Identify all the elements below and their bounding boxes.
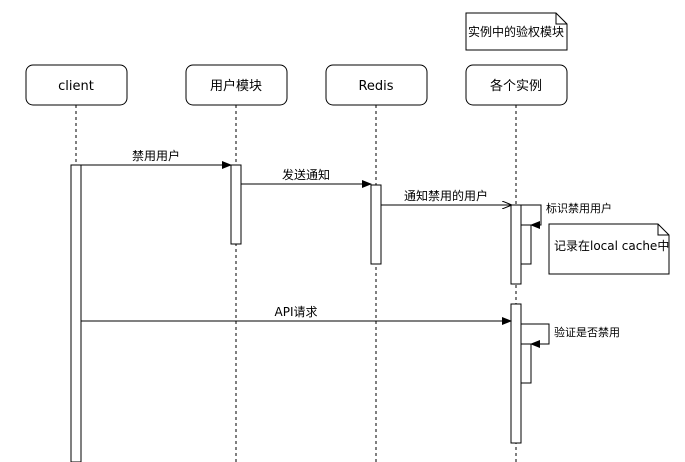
message-api-request: API请求 — [81, 305, 512, 325]
activation-instances-2 — [510, 303, 522, 444]
message-mark-banned-label: 标识禁用用户 — [546, 201, 612, 215]
activation-client — [70, 164, 82, 462]
message-send-notify: 发送通知 — [241, 167, 372, 188]
top-note-text: 实例中的验权模块 — [468, 24, 564, 39]
message-check-banned-label: 验证是否禁用 — [554, 325, 620, 339]
cache-note-text: 记录在local cache中 — [554, 238, 669, 253]
message-ban-user-label: 禁用用户 — [132, 148, 180, 163]
participant-redis: Redis — [325, 64, 428, 106]
message-ban-user: 禁用用户 — [81, 148, 232, 169]
message-send-notify-label: 发送通知 — [282, 167, 330, 182]
activation-instances-self-1 — [520, 224, 532, 265]
participant-client: client — [25, 64, 128, 106]
message-notify-banned-label: 通知禁用的用户 — [404, 188, 488, 203]
participant-instances: 各个实例 — [465, 64, 568, 106]
participant-client-label: client — [58, 79, 94, 94]
message-api-request-label: API请求 — [275, 305, 318, 319]
activation-instances-self-2 — [520, 343, 532, 384]
message-check-banned: 验证是否禁用 — [521, 323, 620, 348]
activation-user-module — [230, 164, 242, 245]
participant-user-module: 用户模块 — [185, 64, 288, 106]
activation-redis — [370, 184, 382, 265]
top-note: 实例中的验权模块 — [465, 12, 568, 51]
participant-redis-label: Redis — [358, 79, 393, 94]
message-mark-banned: 标识禁用用户 — [521, 201, 612, 229]
activation-instances-1 — [510, 204, 522, 285]
participant-instances-label: 各个实例 — [490, 78, 542, 94]
cache-note: 记录在local cache中 — [548, 223, 670, 275]
message-notify-banned: 通知禁用的用户 — [381, 188, 511, 205]
participant-user-module-label: 用户模块 — [210, 78, 262, 94]
